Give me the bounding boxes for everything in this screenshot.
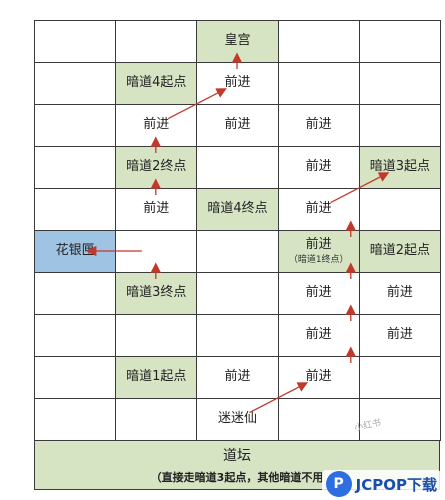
- empty-cell: [34, 20, 117, 63]
- empty-cell: [196, 272, 279, 315]
- cell-label: 迷迷仙: [217, 411, 257, 427]
- map-cell: 暗道2终点: [115, 146, 198, 189]
- empty-cell: [34, 356, 117, 399]
- map-cell: 花银匣: [34, 230, 117, 273]
- map-cell: 前进: [277, 272, 360, 315]
- cell-label: 前进: [305, 327, 332, 343]
- cell-label: 前进: [224, 75, 251, 91]
- cell-label: 前进: [143, 117, 170, 133]
- jcpop-logo-icon: P: [325, 471, 352, 497]
- empty-cell: [358, 188, 441, 231]
- cell-label: 前进: [305, 159, 332, 175]
- empty-cell: [277, 398, 360, 441]
- watermark: P JCPOP下载: [321, 470, 441, 498]
- empty-cell: [196, 230, 279, 273]
- map-cell: 前进: [277, 356, 360, 399]
- cell-label: 花银匣: [55, 243, 95, 259]
- empty-cell: [115, 314, 198, 357]
- cell-label: 暗道1起点: [126, 369, 187, 385]
- map-cell: 暗道4起点: [115, 62, 198, 105]
- cell-label: 前进: [224, 369, 251, 385]
- map-cell: 前进: [196, 104, 279, 147]
- empty-cell: [358, 356, 441, 399]
- map-cell: 前进: [115, 188, 198, 231]
- map-cell: 前进: [196, 62, 279, 105]
- empty-cell: [115, 230, 198, 273]
- cell-label: 前进: [305, 369, 332, 385]
- map-cell: 皇宫: [196, 20, 279, 63]
- map-cell: 暗道1起点: [115, 356, 198, 399]
- map-cell: 前进: [277, 104, 360, 147]
- empty-cell: [34, 188, 117, 231]
- route-note: （直接走暗道3起点，其他暗道不用: [150, 471, 324, 484]
- cell-label: 前进: [305, 285, 332, 301]
- daotan-label: 道坛: [223, 448, 251, 464]
- cell-label: 前进: [305, 236, 332, 252]
- cell-label: 暗道4终点: [207, 201, 268, 217]
- empty-cell: [358, 104, 441, 147]
- cell-label: 前进: [386, 327, 413, 343]
- empty-cell: [115, 398, 198, 441]
- empty-cell: [34, 104, 117, 147]
- cell-label: 暗道3终点: [126, 285, 187, 301]
- empty-cell: [34, 398, 117, 441]
- cell-label: 暗道3起点: [369, 159, 431, 175]
- map-cell: 前进 （暗道1终点）: [277, 230, 360, 273]
- map-cell: 前进: [277, 146, 360, 189]
- empty-cell: [358, 20, 441, 63]
- watermark-text: JCPOP下载: [355, 475, 437, 494]
- empty-cell: [34, 62, 117, 105]
- empty-cell: [196, 146, 279, 189]
- cell-label: 暗道2起点: [369, 243, 431, 259]
- empty-cell: [358, 62, 441, 105]
- map-cell: 暗道2起点: [358, 230, 441, 273]
- map-cell: 前进: [115, 104, 198, 147]
- cell-label: 前进: [305, 201, 332, 217]
- map-cell: 前进: [358, 314, 441, 357]
- empty-cell: [277, 62, 360, 105]
- cell-label: 前进: [305, 117, 332, 133]
- empty-cell: [34, 314, 117, 357]
- empty-cell: [196, 314, 279, 357]
- map-cell: 暗道4终点: [196, 188, 279, 231]
- empty-cell: [34, 146, 117, 189]
- map-cell: 前进: [277, 188, 360, 231]
- map-cell: 暗道3终点: [115, 272, 198, 315]
- map-cell: 前进: [277, 314, 360, 357]
- empty-cell: [34, 272, 117, 315]
- empty-cell: [277, 20, 360, 63]
- cell-label: 前进: [224, 117, 251, 133]
- cell-label: 前进: [143, 201, 170, 217]
- cell-label: 皇宫: [224, 33, 251, 49]
- empty-cell: [115, 20, 198, 63]
- cell-label: 暗道2终点: [126, 159, 187, 175]
- map-cell: 前进: [196, 356, 279, 399]
- map-cell: 前进: [358, 272, 441, 315]
- cell-label: 前进: [386, 285, 413, 301]
- cell-sublabel: （暗道1终点）: [288, 255, 349, 265]
- map-cell: 迷迷仙: [196, 398, 279, 441]
- cell-label: 暗道4起点: [126, 75, 187, 91]
- map-cell: 暗道3起点: [358, 146, 441, 189]
